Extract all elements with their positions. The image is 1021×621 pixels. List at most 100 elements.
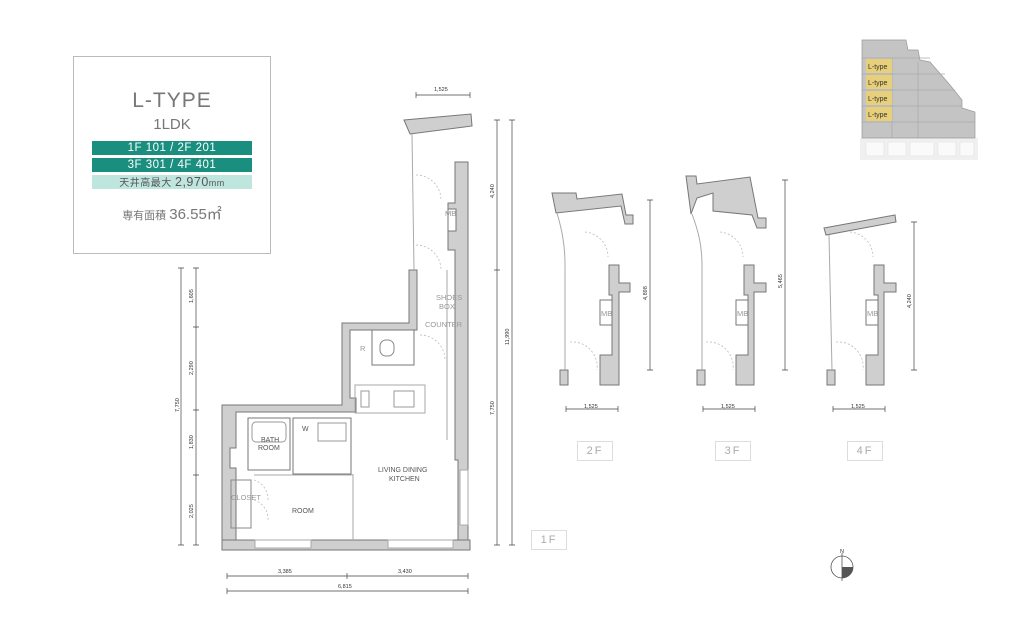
bathtub-icon — [251, 421, 287, 443]
wall — [599, 264, 631, 386]
dim-bottom-total: 6,815 — [338, 584, 352, 590]
room-label-bath: BATH — [261, 437, 279, 444]
room-label-ldk: LIVING DINING — [378, 467, 427, 474]
key-tag: L-type — [868, 80, 888, 87]
room-label-ldk-2: KITCHEN — [389, 476, 420, 483]
plan-4f: MB 4,240 1,525 — [823, 214, 917, 412]
room-label-room: ROOM — [292, 508, 314, 515]
wall — [735, 264, 767, 386]
door-swing — [569, 231, 609, 371]
dim-width: 1,525 — [851, 404, 865, 410]
mb-label: MB — [867, 309, 878, 318]
room-label-closet: CLOSET — [231, 493, 261, 502]
dim-bottom-left: 3,385 — [278, 569, 292, 575]
key-tag: L-type — [868, 112, 888, 119]
wall — [823, 214, 897, 236]
floor-label-3f: 3F — [715, 441, 751, 461]
ceiling-height: 天井高最大 2,970mm — [92, 175, 252, 189]
dim-left-4: 2,025 — [189, 504, 195, 518]
washbasin-icon — [317, 422, 347, 442]
unit-numbers-1: 1F 101 / 2F 201 — [92, 141, 252, 155]
ceiling-label: 天井高最大 — [119, 178, 172, 189]
dim-width: 1,525 — [584, 404, 598, 410]
floor-label-2f: 2F — [577, 441, 613, 461]
ceiling-value: 2,970 — [175, 175, 209, 189]
toilet-room — [371, 329, 415, 366]
wall — [447, 161, 469, 546]
wall-line — [411, 133, 415, 271]
unit-type-title: L-TYPE — [132, 89, 212, 112]
sink-icon — [393, 390, 415, 408]
key-tag: L-type — [868, 96, 888, 103]
wall — [403, 113, 473, 135]
dim-width: 1,525 — [721, 404, 735, 410]
dim-bottom-right: 3,430 — [398, 569, 412, 575]
unit-layout: 1LDK — [153, 116, 191, 133]
unit-numbers-2: 3F 301 / 4F 401 — [92, 158, 252, 172]
wall — [559, 369, 569, 386]
plan-2f: MB 4,898 1,525 — [551, 192, 653, 412]
toilet-icon — [379, 339, 395, 357]
mb-label: MB — [601, 309, 612, 318]
window — [254, 539, 312, 549]
dim-left-3: 1,830 — [189, 435, 195, 449]
dim-height: 5,465 — [778, 274, 784, 288]
dim-left-total: 7,750 — [175, 398, 181, 412]
area-label: 専有面積 — [122, 210, 167, 222]
dimensions-1f: 1,525 4,240 11,990 7,750 7,750 1,605 2,2… — [175, 87, 515, 594]
room-label-counter: COUNTER — [425, 320, 463, 329]
door-swing — [705, 231, 744, 371]
floor-label-1f: 1F — [531, 530, 567, 550]
plan-3f: MB 5,465 1,525 — [685, 175, 788, 412]
wall-line — [828, 234, 833, 371]
floor-area: 専有面積 36.55㎡ — [74, 203, 270, 224]
door-swing — [415, 174, 446, 361]
wall — [221, 269, 418, 546]
wall — [551, 192, 634, 225]
unit-info-panel: L-TYPE 1LDK 1F 101 / 2F 201 3F 301 / 4F … — [73, 56, 271, 254]
wall-line — [556, 212, 566, 370]
mb-closet — [599, 299, 613, 326]
mb-closet — [865, 299, 879, 326]
key-plan-units: L-type L-type L-type L-type — [866, 59, 892, 121]
key-plan: L-type L-type L-type L-type — [860, 39, 978, 160]
dim-left-2: 2,290 — [189, 361, 195, 375]
wall — [826, 369, 836, 386]
closet — [230, 479, 252, 529]
bathroom — [247, 417, 291, 471]
ceiling-unit: mm — [208, 178, 225, 188]
door-swing — [253, 479, 269, 521]
wall — [685, 175, 767, 229]
wall — [865, 264, 897, 386]
key-plan-lines — [862, 57, 975, 138]
dim-right-upper: 4,240 — [490, 184, 496, 198]
wall-line — [691, 213, 703, 370]
mb-closet — [735, 299, 749, 326]
room-label-r: R — [360, 344, 366, 353]
dim-top-width: 1,525 — [434, 87, 448, 93]
dim-right-lower: 7,750 — [490, 401, 496, 415]
room-label-shoes-box: SHOES — [436, 293, 462, 302]
plan-1f: MB SHOES BOX COUNTER R W BATH ROOM LIVIN… — [175, 87, 515, 594]
compass-north-label: N — [840, 549, 844, 555]
window — [387, 539, 454, 549]
dim-right-total: 11,990 — [505, 329, 511, 345]
mb-closet — [447, 208, 457, 232]
door-swing — [835, 231, 874, 371]
stove-icon — [360, 390, 370, 408]
compass-icon: N — [830, 549, 854, 581]
key-tag: L-type — [868, 64, 888, 71]
dim-left-1: 1,605 — [189, 289, 195, 303]
mb-label: MB — [737, 309, 748, 318]
kitchen-counter — [354, 384, 426, 414]
room-label-w: W — [302, 426, 309, 433]
window — [459, 469, 469, 526]
room-label-mb: MB — [445, 209, 456, 218]
dim-height: 4,240 — [907, 294, 913, 308]
dim-height: 4,898 — [643, 286, 649, 300]
area-value: 36.55㎡ — [169, 206, 222, 223]
room-label-bath-2: ROOM — [258, 445, 280, 452]
wall — [696, 369, 706, 386]
room-label-shoes-box-2: BOX — [439, 302, 455, 311]
